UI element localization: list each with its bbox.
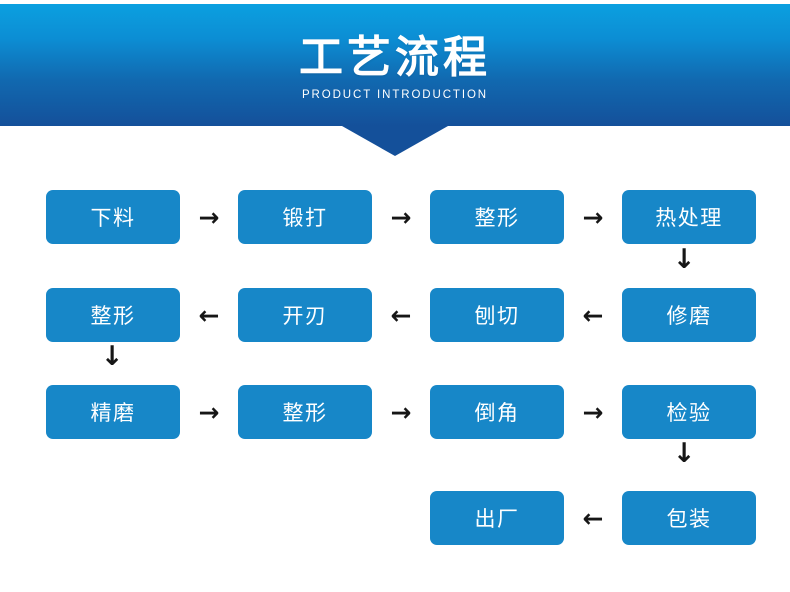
arrow-down-icon-rechuli-to-xiumo: ↓: [672, 244, 696, 275]
arrow-down-icon-jianyan-to-baozhuang: ↓: [672, 438, 696, 469]
flow-node-duanda[interactable]: 锻打: [238, 190, 372, 244]
flow-spacer-1: [46, 491, 180, 545]
flow-node-zhengxing-1[interactable]: 整形: [430, 190, 564, 244]
arrow-left-icon: ←: [582, 300, 604, 330]
arrow-right-icon: →: [582, 202, 604, 232]
arrow-right-icon: →: [390, 202, 412, 232]
flow-node-xialiao[interactable]: 下料: [46, 190, 180, 244]
flow-spacer-2: [238, 491, 372, 545]
banner-pointer-triangle-icon: [342, 126, 448, 156]
flow-node-rechuli[interactable]: 热处理: [622, 190, 756, 244]
banner-text-group: 工艺流程 PRODUCT INTRODUCTION: [0, 4, 790, 126]
flow-row-1: 下料 → 锻打 → 整形 → 热处理: [0, 190, 790, 244]
page-header-banner: 工艺流程 PRODUCT INTRODUCTION: [0, 4, 790, 126]
flow-row-3: 精磨 → 整形 → 倒角 → 检验: [0, 385, 790, 439]
flow-node-daojiao[interactable]: 倒角: [430, 385, 564, 439]
arrow-right-icon: →: [390, 397, 412, 427]
arrow-right-icon: →: [198, 397, 220, 427]
flow-node-baozhuang[interactable]: 包装: [622, 491, 756, 545]
arrow-right-icon: →: [582, 397, 604, 427]
flow-row-2: 整形 ← 开刃 ← 刨切 ← 修磨: [0, 288, 790, 342]
flow-node-kairen[interactable]: 开刃: [238, 288, 372, 342]
process-flow-diagram: 下料 → 锻打 → 整形 → 热处理 ↓ 整形 ← 开刃 ← 刨切 ← 修磨 ↓…: [0, 168, 790, 592]
flow-node-baoqie[interactable]: 刨切: [430, 288, 564, 342]
flow-node-jingmo[interactable]: 精磨: [46, 385, 180, 439]
arrow-left-icon: ←: [390, 300, 412, 330]
flow-node-zhengxing-2[interactable]: 整形: [46, 288, 180, 342]
flow-node-chuchang[interactable]: 出厂: [430, 491, 564, 545]
page-subtitle: PRODUCT INTRODUCTION: [301, 89, 488, 102]
arrow-left-icon: ←: [198, 300, 220, 330]
flow-node-xiumo[interactable]: 修磨: [622, 288, 756, 342]
arrow-left-icon: ←: [582, 503, 604, 533]
flow-node-zhengxing-3[interactable]: 整形: [238, 385, 372, 439]
arrow-down-icon-zhengxing-to-jingmo: ↓: [100, 341, 124, 372]
arrow-right-icon: →: [198, 202, 220, 232]
page-title: 工艺流程: [299, 32, 491, 82]
flow-node-jianyan[interactable]: 检验: [622, 385, 756, 439]
flow-row-4: 出厂 ← 包装: [0, 491, 790, 545]
